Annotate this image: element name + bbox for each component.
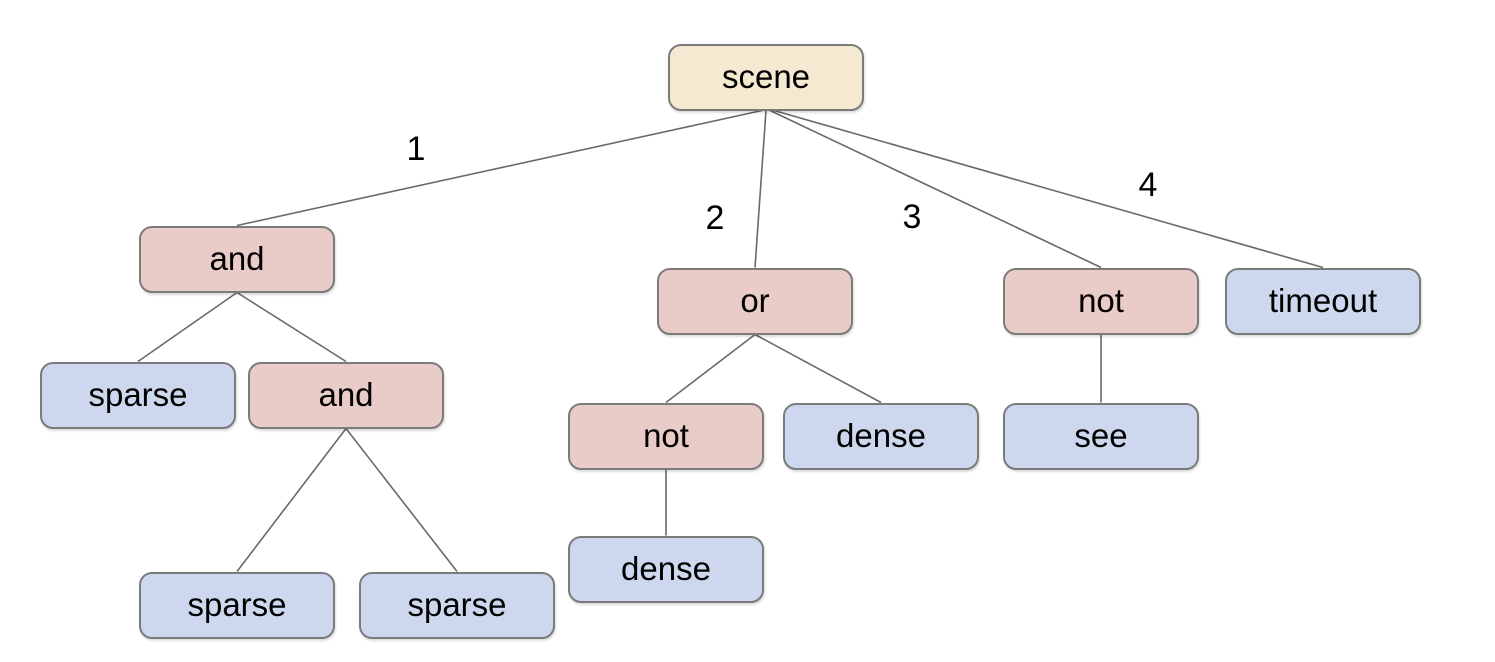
edge-scene-not-1 — [769, 109, 1102, 269]
node-and-2: and — [248, 361, 444, 429]
node-sparse-3: sparse — [359, 571, 555, 639]
edge-scene-or-1 — [754, 110, 767, 268]
edge-and-2-sparse-2 — [236, 428, 347, 572]
edge-or-1-dense-1 — [754, 333, 882, 404]
node-and-1: and — [139, 225, 335, 293]
node-scene: scene — [668, 43, 864, 111]
node-sparse-2: sparse — [139, 571, 335, 639]
edge-label-scene-and-1: 1 — [407, 130, 426, 168]
edge-label-scene-timeout-1: 4 — [1139, 166, 1158, 204]
edge-scene-and-1 — [236, 109, 763, 227]
edge-scene-timeout-1 — [773, 109, 1324, 269]
node-sparse-1: sparse — [40, 361, 236, 429]
node-not-1: not — [1003, 267, 1199, 335]
node-or-1: or — [657, 267, 853, 335]
node-dense-2: dense — [568, 535, 764, 603]
edge-label-scene-or-1: 2 — [706, 199, 725, 237]
node-timeout-1: timeout — [1225, 267, 1421, 335]
edge-or-1-not-2 — [665, 333, 756, 404]
edge-and-1-sparse-1 — [137, 291, 238, 363]
edge-label-scene-not-1: 3 — [903, 198, 922, 236]
node-see-1: see — [1003, 402, 1199, 470]
node-dense-1: dense — [783, 402, 979, 470]
node-not-2: not — [568, 402, 764, 470]
edge-and-1-and-2 — [236, 291, 347, 363]
edge-and-2-sparse-3 — [345, 428, 458, 572]
